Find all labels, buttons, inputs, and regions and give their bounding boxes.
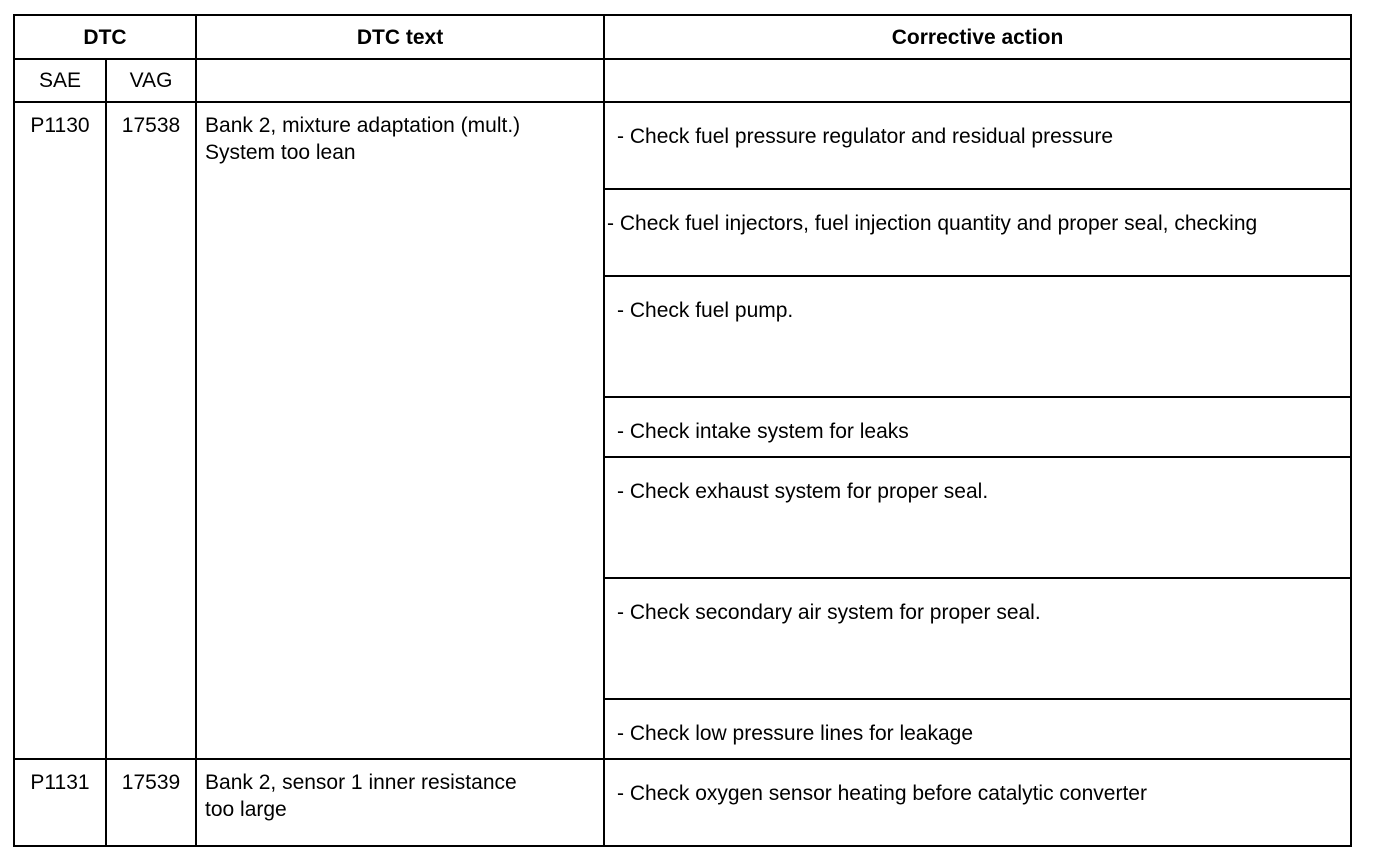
dtc-header: DTC [12, 14, 198, 60]
corrective-action: - Check low pressure lines for leakage [603, 698, 1353, 760]
table-row: - Check exhaust system for proper seal. [14, 456, 1353, 579]
subheader-row: SAE VAG [13, 58, 1353, 103]
table-row: - Check fuel pump. [14, 275, 1353, 398]
corrective-action: - Check fuel pressure regulator and resi… [603, 101, 1353, 190]
header-row: DTC DTC text Corrective action [12, 14, 1353, 60]
corrective-action: - Check secondary air system for proper … [603, 577, 1353, 700]
table-row: P1131 17539 Bank 2, sensor 1 inner resis… [13, 758, 1353, 847]
dtc-description-line: System too lean [205, 141, 356, 164]
corrective-action: - Check fuel pump. [603, 275, 1353, 398]
table-row: - Check intake system for leaks [14, 396, 1353, 458]
vag-header: VAG [104, 58, 198, 103]
table-row: P1130 17538 Bank 2, mixture adaptation (… [13, 101, 1353, 760]
dtc-text-header: DTC text [195, 14, 606, 60]
corrective-action: - Check exhaust system for proper seal. [603, 456, 1353, 579]
corrective-action: - Check intake system for leaks [603, 396, 1353, 458]
dtc-description-line: Bank 2, mixture adaptation (mult.) [205, 114, 521, 137]
vag-code: 17539 [104, 758, 198, 847]
empty-subheader-cell [603, 58, 1353, 103]
corrective-action: - Check oxygen sensor heating before cat… [603, 758, 1353, 847]
dtc-description: Bank 2, sensor 1 inner resistance too la… [195, 758, 606, 847]
dtc-table: DTC DTC text Corrective action SAE VAG P… [12, 14, 1353, 847]
dtc-description: Bank 2, mixture adaptation (mult.) Syste… [195, 101, 606, 760]
table-row: - Check fuel injectors, fuel injection q… [14, 188, 1353, 277]
empty-subheader-cell [195, 58, 606, 103]
table-row: - Check low pressure lines for leakage [14, 698, 1353, 760]
dtc-description-line: Bank 2, sensor 1 inner resistance [205, 771, 517, 794]
sae-code: P1131 [13, 758, 107, 847]
corrective-action: - Check fuel injectors, fuel injection q… [603, 188, 1353, 277]
sae-header: SAE [13, 58, 107, 103]
sae-code: P1130 [13, 101, 107, 760]
corrective-action-header: Corrective action [603, 14, 1353, 60]
dtc-description-line: too large [205, 798, 287, 821]
vag-code: 17538 [104, 101, 198, 760]
table-row: - Check secondary air system for proper … [14, 577, 1353, 700]
